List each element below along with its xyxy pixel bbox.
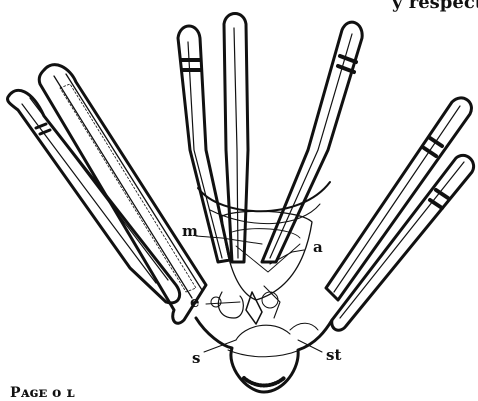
arm-right-center [262,22,362,262]
leader-m [196,236,262,244]
label-e: e [190,295,200,310]
caption-fragment: Pᴀɢᴇ ᴏ ʟ [10,386,75,400]
arm-center [224,14,248,263]
label-a: a [313,240,323,255]
top-text-fragment: y respect [392,0,478,12]
label-s: s [192,351,200,366]
label-m: m [182,224,198,239]
label-st: st [326,348,341,363]
arm-left [39,65,206,324]
arm-far-right [332,155,474,330]
calyx [196,182,332,392]
